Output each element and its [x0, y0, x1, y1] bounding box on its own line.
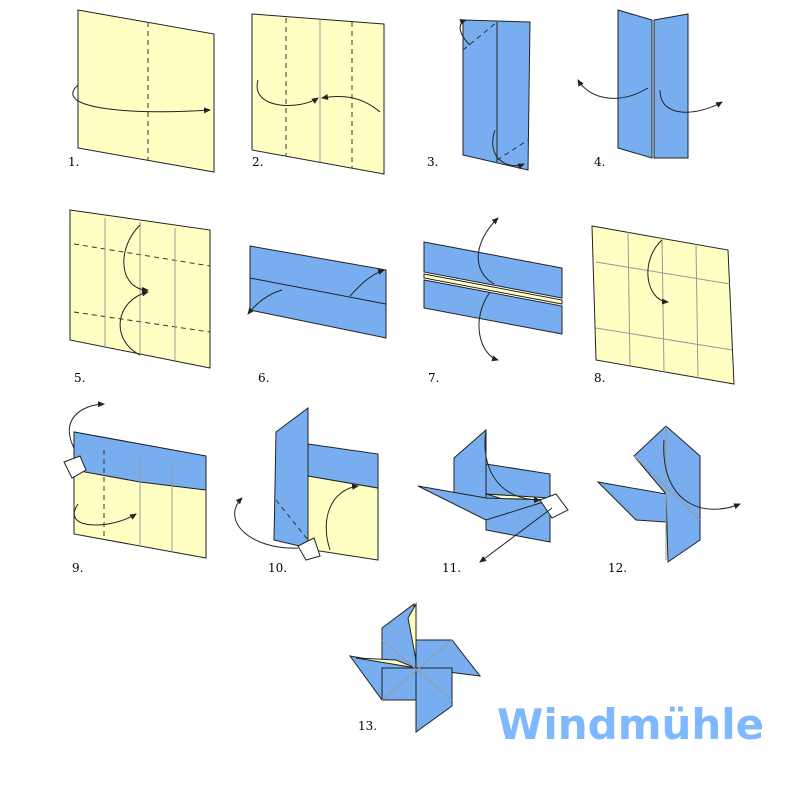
- step-5: 5.: [69, 209, 211, 385]
- step-8: 8.: [591, 225, 735, 385]
- step-4: 4.: [577, 9, 723, 169]
- step-13: 13.: [348, 602, 482, 733]
- step-label: 3.: [427, 155, 438, 169]
- step-3: 3.: [427, 19, 531, 171]
- step-label: 1.: [68, 155, 79, 169]
- step-2: 2.: [251, 13, 385, 175]
- step-label: 4.: [594, 155, 605, 169]
- diagram-title: Windmühle: [497, 700, 765, 749]
- step-label: 6.: [258, 371, 269, 385]
- step-label: 12.: [608, 561, 627, 575]
- step-6: 6.: [247, 245, 387, 385]
- step-label: 2.: [252, 155, 263, 169]
- step-9: 9.: [63, 401, 207, 575]
- step-10: 10.: [234, 407, 379, 575]
- step-label: 8.: [594, 371, 605, 385]
- step-label: 5.: [74, 371, 85, 385]
- step-11: 11.: [417, 428, 569, 575]
- step-label: 10.: [268, 561, 287, 575]
- step-12: 12.: [596, 425, 741, 575]
- step-label: 7.: [428, 371, 439, 385]
- step-7: 7.: [423, 217, 563, 385]
- step-label: 11.: [442, 561, 461, 575]
- step-label: 9.: [72, 561, 83, 575]
- step-label: 13.: [358, 719, 377, 733]
- step-1: 1.: [68, 9, 215, 173]
